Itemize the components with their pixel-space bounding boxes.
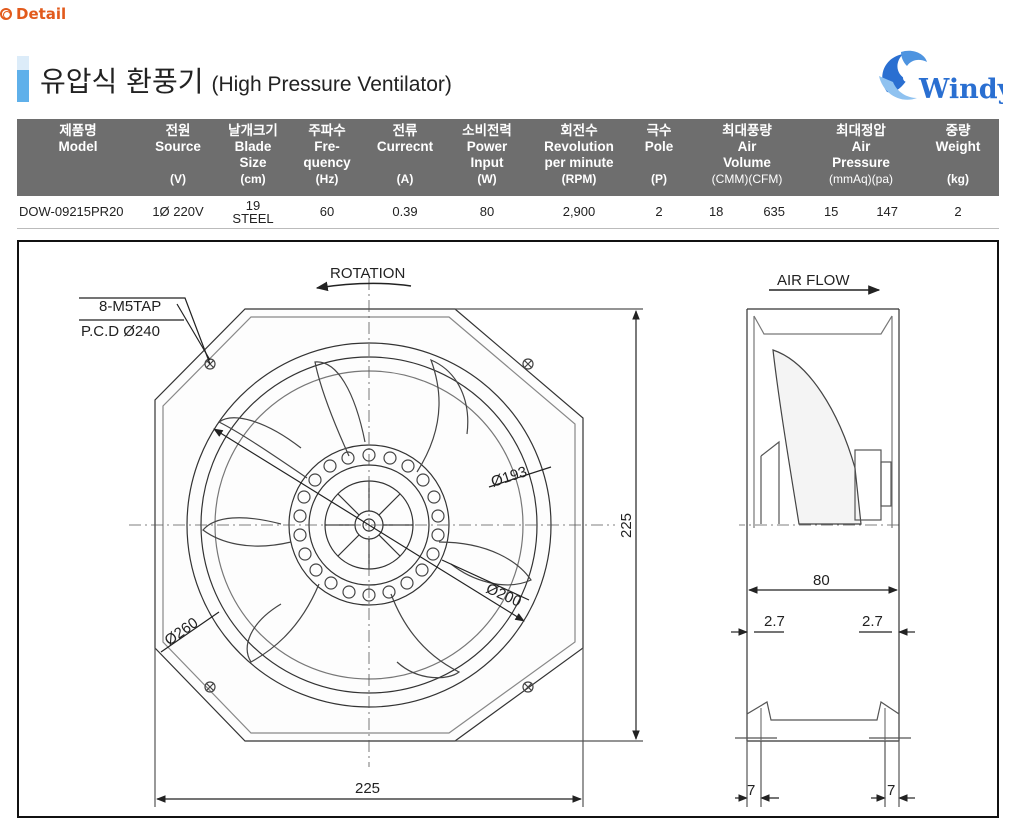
title-korean: 유압식 환풍기 [40,65,204,98]
pcd-label: P.C.D Ø240 [81,323,160,340]
cell-weight: 2 [917,196,999,229]
cell-pole: 2 [629,196,689,229]
double-circle-icon [0,8,12,20]
rotation-label: ROTATION [330,265,405,282]
lip-left-label: 7 [747,782,755,799]
airflow-label: AIR FLOW [777,272,850,289]
technical-drawing: ROTATION 8-M5TAP P.C.D Ø240 Ø193 Ø200 Ø2… [17,240,999,818]
height-dim-label: 225 [618,513,635,538]
title-accent-bar [17,56,29,102]
depth-dim-label: 80 [813,572,830,589]
side-blade [772,349,862,525]
cell-source: 1Ø 220V [139,196,217,229]
side-view-outline [746,308,900,742]
detail-heading: Detail [0,5,66,23]
cell-frequency: 60 [289,196,365,229]
rotation-arrow [315,281,412,292]
logo-text: Windy [918,74,1003,105]
detail-label: Detail [16,5,67,23]
flange-left-label: 2.7 [764,613,785,630]
page-title: 유압식 환풍기 (High Pressure Ventilator) [40,60,452,100]
drawing-svg: ROTATION 8-M5TAP P.C.D Ø240 Ø193 Ø200 Ø2… [79,265,915,807]
title-english: (High Pressure Ventilator) [211,73,452,96]
lip-right-label: 7 [887,782,895,799]
width-dim-label: 225 [355,780,380,797]
flange-right-label: 2.7 [862,613,883,630]
cell-rpm: 2,900 [529,196,629,229]
tap-label: 8-M5TAP [99,298,161,315]
cell-current: 0.39 [365,196,445,229]
cell-model: DOW-09215PR20 [17,196,139,229]
windy-logo: Windy [879,50,1003,105]
cell-power: 80 [445,196,529,229]
